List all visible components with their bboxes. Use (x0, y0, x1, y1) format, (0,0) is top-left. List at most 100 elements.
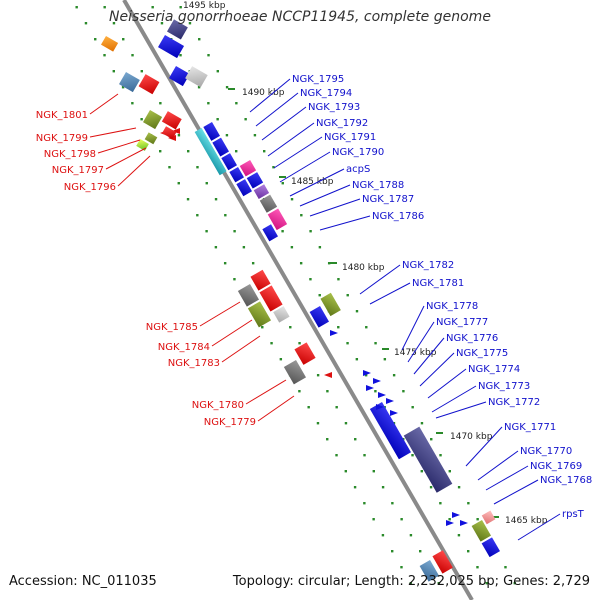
gene-label[interactable]: NGK_1792 (316, 118, 368, 129)
gene-arrowhead (378, 392, 386, 398)
tick-dot (224, 214, 227, 217)
label-leader-line (89, 127, 137, 138)
label-leader-line (369, 282, 411, 305)
gene-label[interactable]: NGK_1768 (540, 475, 592, 486)
tick-dot (188, 22, 192, 25)
label-leader-line (359, 264, 401, 295)
gene-label[interactable]: NGK_1799 (36, 133, 88, 144)
gene-label[interactable]: NGK_1790 (332, 147, 384, 158)
label-leader-line (117, 155, 151, 187)
gene-label[interactable]: NGK_1787 (362, 194, 414, 205)
tick-dot (326, 390, 329, 393)
gene-label[interactable]: NGK_1778 (426, 301, 478, 312)
gene-block (143, 110, 163, 130)
tick-dot (439, 454, 442, 457)
gene-label[interactable]: NGK_1773 (478, 381, 530, 392)
tick-dot (318, 246, 322, 249)
gene-label[interactable]: NGK_1798 (44, 149, 96, 160)
tick-dot (242, 246, 246, 249)
tick-dot (365, 326, 368, 329)
scale-tick (330, 262, 337, 264)
tick-dot (198, 38, 201, 41)
gene-block (169, 66, 190, 87)
scale-label-1485: 1485 kbp (291, 177, 334, 187)
gene-label[interactable]: NGK_1801 (36, 110, 88, 121)
tick-dot (346, 294, 349, 297)
gene-label[interactable]: NGK_1791 (324, 132, 376, 143)
gene-block (162, 126, 177, 140)
gene-label[interactable]: NGK_1777 (436, 317, 488, 328)
genome-backbone-line (122, 0, 474, 600)
gene-label[interactable]: NGK_1784 (158, 342, 210, 353)
tick-dot (281, 182, 284, 185)
scale-label-1495: 1495 kbp (183, 1, 226, 11)
gene-block (118, 72, 140, 93)
label-leader-line (245, 379, 287, 405)
label-leader-line (407, 321, 435, 363)
tick-dot (179, 6, 182, 9)
scale-tick (436, 432, 443, 434)
tick-dots (75, 6, 516, 585)
gene-label[interactable]: NGK_1780 (192, 400, 244, 411)
small-gene-arrows (160, 128, 468, 526)
gene-label[interactable]: NGK_1771 (504, 422, 556, 433)
tick-dot (112, 70, 115, 73)
gene-label[interactable]: NGK_1781 (412, 278, 464, 289)
gene-label[interactable]: acpS (346, 164, 370, 175)
tick-dot (251, 262, 255, 265)
gene-label[interactable]: NGK_1795 (292, 74, 344, 85)
tick-dot (437, 582, 440, 585)
gene-label[interactable]: rpsT (562, 509, 585, 520)
gene-label[interactable]: NGK_1775 (456, 348, 508, 359)
tick-dot (381, 486, 385, 489)
tick-dot (344, 422, 348, 425)
tick-dot (216, 118, 219, 121)
tick-dot (177, 182, 180, 185)
gene-label[interactable]: NGK_1788 (352, 180, 404, 191)
gene-label[interactable]: NGK_1797 (52, 165, 104, 176)
gene-label[interactable]: NGK_1796 (64, 182, 116, 193)
gene-arrowhead (376, 404, 384, 410)
tick-dot (316, 422, 320, 425)
tick-dot (372, 470, 375, 473)
label-leader-line (485, 465, 529, 491)
tick-dot (214, 246, 218, 249)
tick-dot (298, 342, 301, 345)
gene-arrowhead (390, 410, 398, 416)
gene-label[interactable]: NGK_1783 (168, 358, 220, 369)
label-leader-line (211, 319, 253, 347)
tick-dot (196, 214, 199, 217)
tick-dot (300, 214, 303, 217)
gene-block (247, 301, 271, 328)
gene-label[interactable]: NGK_1793 (308, 102, 360, 113)
tick-dot (290, 246, 294, 249)
gene-label[interactable]: NGK_1772 (488, 397, 540, 408)
page-title: Neisseria gonorrhoeae NCCP11945, complet… (109, 9, 491, 25)
gene-label[interactable]: NGK_1785 (146, 322, 198, 333)
gene-label[interactable]: NGK_1770 (520, 446, 572, 457)
tick-dot (457, 486, 461, 489)
accession-label: Accession: NC_011035 (9, 574, 157, 589)
gene-label[interactable]: NGK_1774 (468, 364, 520, 375)
label-leader-line (431, 385, 477, 413)
gene-label[interactable]: NGK_1779 (204, 417, 256, 428)
tick-dot (112, 22, 116, 25)
gene-label[interactable]: NGK_1786 (372, 211, 424, 222)
tick-dot (272, 166, 275, 169)
tick-dot (225, 86, 229, 89)
tick-dot (233, 278, 236, 281)
tick-dot (216, 70, 219, 73)
gene-label[interactable]: NGK_1769 (530, 461, 582, 472)
gene-label[interactable]: NGK_1776 (446, 333, 498, 344)
tick-dot (420, 470, 423, 473)
scale-tick (228, 88, 235, 90)
tick-dot (196, 166, 199, 169)
tick-dot (235, 150, 238, 153)
gene-label[interactable]: NGK_1782 (402, 260, 454, 271)
tick-dot (448, 470, 451, 473)
label-leader-line (249, 78, 291, 113)
gene-block (403, 426, 453, 493)
gene-label[interactable]: NGK_1794 (300, 88, 352, 99)
gene-arrowhead (446, 520, 454, 526)
gene-block (203, 121, 220, 141)
